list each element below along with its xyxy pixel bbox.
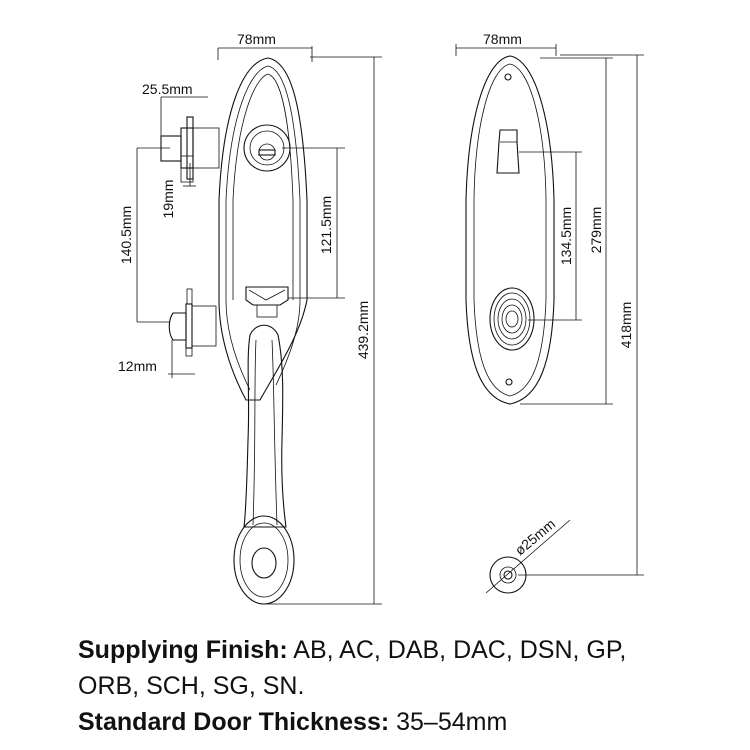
back-screw-bottom (505, 378, 513, 386)
finish-label: Supplying Finish: (78, 636, 288, 664)
front-view-handleset (218, 57, 308, 605)
dim-back-height: 418mm (618, 302, 634, 349)
thickness-value: 35–54mm (396, 708, 508, 736)
dim-front-height: 439.2mm (355, 301, 371, 359)
finish-line-1: Supplying Finish: AB, AC, DAB, DAC, DSN,… (78, 632, 738, 668)
finish-values-2: ORB, SCH, SG, SN. (78, 672, 305, 700)
front-handle-foot (233, 515, 295, 605)
dim-plate-height: 279mm (588, 207, 604, 254)
back-screw-top (504, 73, 512, 81)
dim-back-width: 78mm (483, 31, 522, 47)
back-plate-outer (465, 55, 555, 405)
dim-latch-depth: 12mm (118, 358, 157, 374)
front-escutcheon-inner (225, 65, 301, 391)
back-thumb-turn (496, 129, 520, 174)
front-thumb-piece (245, 286, 289, 306)
dim-front-width: 78mm (237, 31, 276, 47)
finish-line-2: ORB, SCH, SG, SN. (78, 668, 738, 704)
dim-bore: ø25mm (512, 516, 559, 559)
technical-drawing: 78mm 25.5mm 19mm 140.5mm 12mm 121.5mm 43… (118, 31, 644, 605)
bore-hole-detail (485, 519, 571, 594)
back-view-plate (465, 55, 555, 405)
finish-values-1: AB, AC, DAB, DAC, DSN, GP, (293, 636, 627, 664)
dimension-lines (136, 44, 644, 605)
dim-latch-to-bolt: 140.5mm (118, 206, 134, 264)
dim-cylinder-to-thumb: 121.5mm (318, 196, 334, 254)
dim-turn-to-knob: 134.5mm (558, 207, 574, 265)
thickness-label: Standard Door Thickness: (78, 708, 390, 736)
front-escutcheon-outer (218, 57, 308, 401)
back-knob (489, 287, 535, 351)
thickness-line: Standard Door Thickness: 35–54mm (78, 704, 738, 740)
latch-profile (168, 288, 217, 357)
dim-backset: 25.5mm (142, 81, 193, 97)
front-grip-handle (243, 324, 287, 528)
dim-bolt-height: 19mm (160, 180, 176, 219)
